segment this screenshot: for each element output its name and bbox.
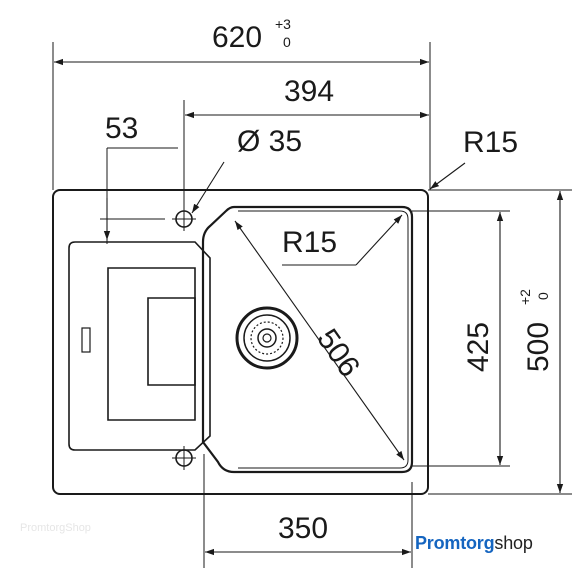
label-outer-radius: R15 [463, 126, 518, 159]
tap-hole-bottom [172, 446, 196, 470]
tap-hole-top [172, 207, 196, 231]
label-overall-depth: 500 [522, 322, 555, 372]
label-overall-depth-tol-lower: 0 [535, 292, 551, 300]
label-overall-width: 620 [212, 21, 262, 54]
drainer-inner-step [147, 297, 196, 386]
label-overall-width-tol-upper: +3 [275, 16, 291, 32]
bowl-inner-edge [238, 210, 409, 469]
extension-lines [52, 42, 572, 568]
sink-outline [52, 189, 429, 495]
dim-line-r15-bowl [355, 214, 403, 266]
label-bowl-diagonal: 506 [310, 323, 366, 383]
label-overall-depth-tol-upper: +2 [517, 289, 533, 305]
brand-logo-part2: shop [494, 533, 533, 553]
label-bowl-width: 394 [284, 75, 334, 108]
dim-line-506 [234, 220, 405, 461]
sink-outer-edge [52, 189, 429, 495]
drain-fitting [235, 306, 299, 370]
label-bowl-radius: R15 [282, 226, 337, 259]
brand-logo-part1: Promtorg [415, 533, 495, 553]
bowl-outline [201, 205, 414, 474]
label-bowl-inner-width: 350 [278, 512, 328, 545]
drainer-slot [81, 327, 91, 353]
dimension-lines [54, 58, 564, 556]
watermark: PromtorgShop [20, 522, 91, 534]
drainer-outline [68, 241, 211, 451]
dim-line-35 [191, 161, 225, 214]
label-tap-hole-offset: 53 [105, 112, 138, 145]
brand-logo: Promtorgshop [415, 533, 533, 554]
label-bowl-depth-side: 425 [462, 322, 495, 372]
dim-line-r15-outer [429, 162, 466, 190]
drainer-inner-panel [107, 267, 196, 421]
label-tap-hole-diameter: Ø 35 [237, 125, 302, 158]
label-overall-width-tol-lower: 0 [283, 34, 291, 50]
